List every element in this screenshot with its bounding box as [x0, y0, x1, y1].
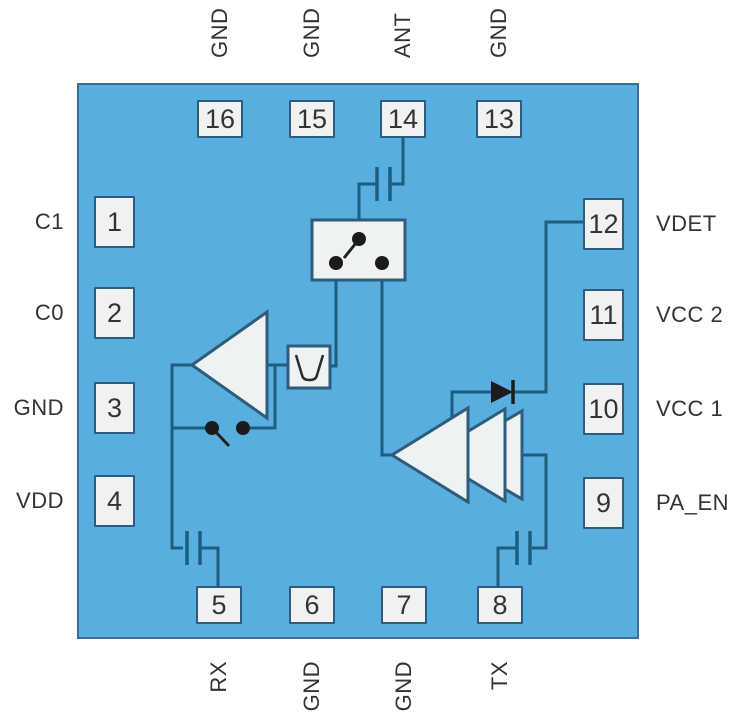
- wire-diode-to-vdet-pin: [513, 220, 583, 394]
- pin-6-label: GND: [299, 661, 324, 712]
- pin-4: 4: [94, 475, 135, 527]
- wire-switch-to-pa: [380, 263, 392, 457]
- pin-5-number: 5: [211, 589, 227, 620]
- pin-15-label: GND: [299, 7, 324, 58]
- pin-3-number: 3: [106, 392, 123, 423]
- pin-1-label: C1: [34, 209, 64, 234]
- wire-pa-in: [522, 453, 548, 550]
- pin-1: 1: [94, 196, 135, 248]
- pin-14-label: ANT: [390, 12, 415, 59]
- pin-2-label: C0: [34, 300, 64, 325]
- pin-16-number: 16: [204, 103, 236, 134]
- pin-5: 5: [196, 586, 242, 624]
- pin-12: 12: [583, 198, 624, 250]
- pin-9-label: PA_EN: [656, 490, 730, 515]
- pin-10: 10: [583, 383, 624, 435]
- switch-throw-dot-tx: [375, 256, 389, 270]
- pin-11-label: VCC 2: [656, 302, 724, 327]
- pin-4-number: 4: [106, 485, 123, 516]
- wire-bypass-right: [250, 365, 277, 430]
- pin-8: 8: [477, 586, 523, 624]
- detector-diode-icon: [491, 381, 513, 403]
- pin-2: 2: [94, 287, 135, 339]
- pin-3-label: GND: [13, 395, 64, 420]
- pin-13: 13: [476, 100, 522, 138]
- wire-cap-to-switch: [357, 182, 377, 234]
- switch-pole-dot: [352, 232, 366, 246]
- wire-cap-to-rx-pin: [200, 546, 220, 586]
- wire-pa-to-diode: [450, 390, 491, 417]
- pin-7-number: 7: [396, 589, 412, 620]
- wire-switch-to-filter: [330, 263, 338, 368]
- pin-11-number: 11: [589, 299, 618, 330]
- pin-10-number: 10: [588, 393, 619, 424]
- wire-lna-out-to-cap: [170, 363, 192, 550]
- pin-16: 16: [197, 100, 243, 138]
- rx-dc-block-capacitor-icon: [185, 531, 202, 565]
- pa-stage-1-icon: [389, 405, 470, 505]
- lna-amplifier-icon: [189, 309, 269, 421]
- switch-throw-dot-rx: [329, 256, 343, 270]
- pin-12-number: 12: [588, 208, 619, 239]
- pin-15-number: 15: [296, 103, 328, 134]
- antenna-switch-arm: [342, 242, 358, 259]
- wire-ant-to-cap: [390, 138, 405, 186]
- pin-13-number: 13: [483, 103, 515, 134]
- pin-6-number: 6: [304, 589, 320, 620]
- pin-9: 9: [583, 477, 624, 529]
- ant-dc-block-capacitor-icon: [375, 167, 392, 201]
- pin-12-label: VDET: [656, 211, 717, 236]
- bandpass-filter-icon: [294, 354, 325, 382]
- bypass-dot-right: [236, 421, 250, 435]
- antenna-switch-box: [310, 218, 407, 282]
- pin-2-number: 2: [106, 297, 123, 328]
- pin-14-number: 14: [387, 103, 419, 134]
- pin-4-label: VDD: [16, 488, 64, 513]
- pin-8-label: TX: [487, 661, 512, 691]
- pin-14: 14: [380, 100, 426, 138]
- wires: [170, 138, 583, 586]
- wire-cap-to-tx-pin: [496, 546, 517, 586]
- pin-7: 7: [381, 586, 427, 624]
- pin-16-label: GND: [207, 7, 232, 58]
- pin-15: 15: [289, 100, 335, 138]
- pin-6: 6: [289, 586, 335, 624]
- pin-5-label: RX: [206, 661, 231, 693]
- pin-7-label: GND: [391, 661, 416, 712]
- pin-11: 11: [583, 289, 624, 341]
- pin-9-number: 9: [595, 487, 612, 518]
- bypass-dot-left: [205, 421, 219, 435]
- pin-10-label: VCC 1: [656, 396, 724, 421]
- pin-13-label: GND: [486, 7, 511, 58]
- tx-dc-block-capacitor-icon: [515, 531, 532, 565]
- pin-3: 3: [94, 382, 135, 434]
- pin-8-number: 8: [492, 589, 508, 620]
- bandpass-filter-box: [286, 344, 332, 390]
- capacitors: [185, 167, 532, 565]
- pin-1-number: 1: [106, 206, 123, 237]
